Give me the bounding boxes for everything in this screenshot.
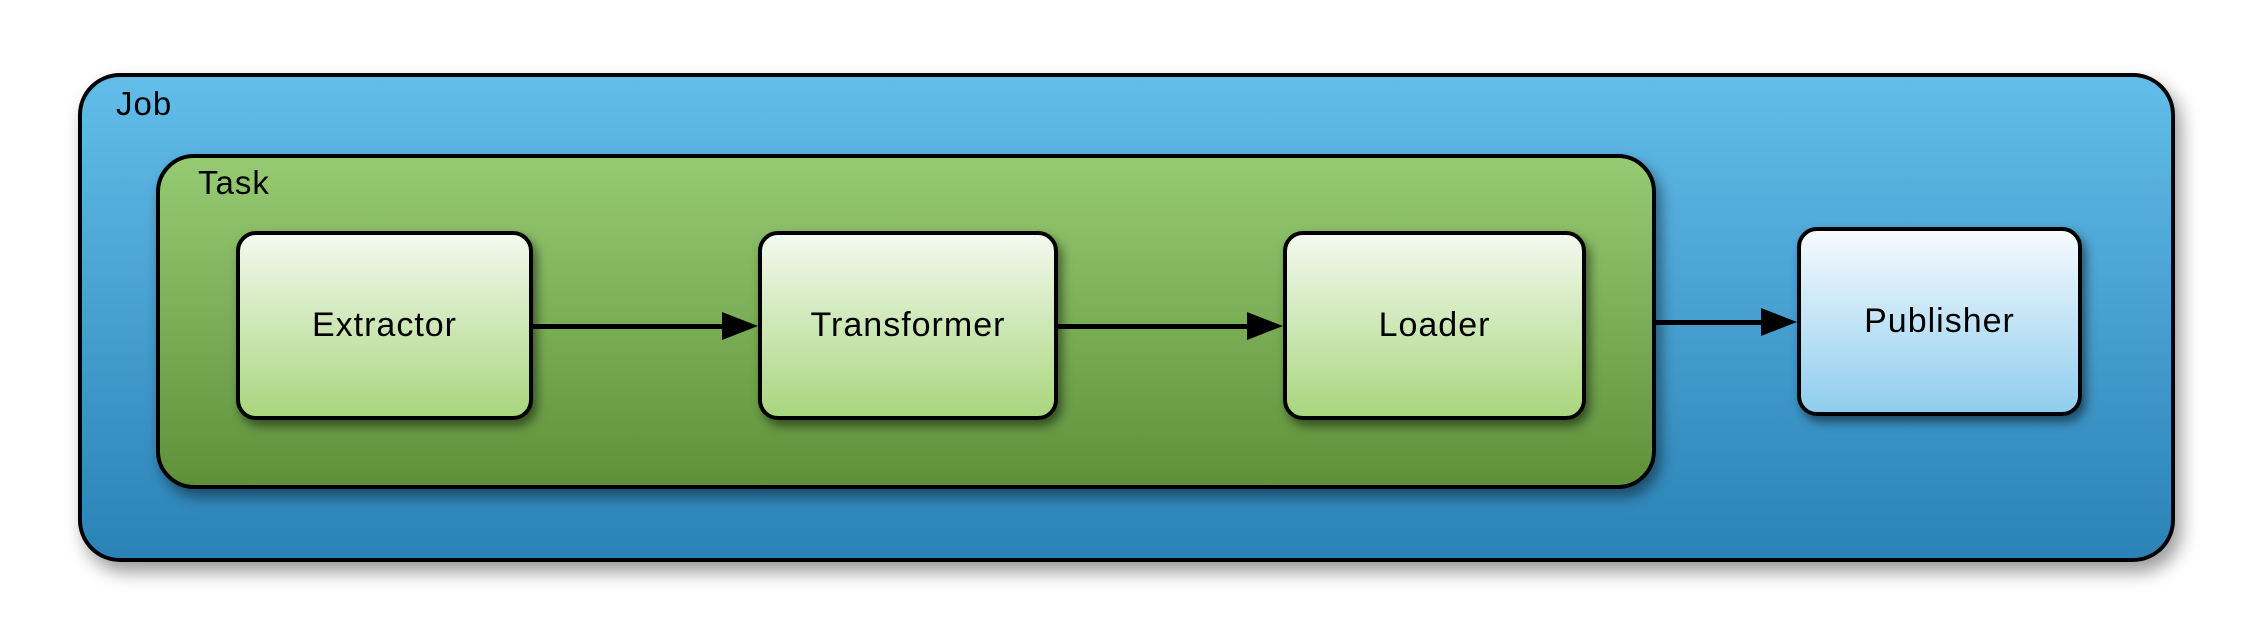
arrowhead-right-icon xyxy=(1247,312,1283,340)
node-extractor: Extractor xyxy=(236,231,533,420)
loader-label: Loader xyxy=(1378,306,1491,344)
task-label: Task xyxy=(198,164,270,201)
task-container: Task Extractor Transformer Loader xyxy=(156,154,1656,489)
job-label: Job xyxy=(116,85,173,122)
node-transformer: Transformer xyxy=(758,231,1058,420)
arrow-shaft xyxy=(1057,324,1253,329)
publisher-label: Publisher xyxy=(1864,302,2015,340)
arrowhead-right-icon xyxy=(722,312,758,340)
job-container: Job Task Extractor Transformer Loader xyxy=(78,73,2175,562)
transformer-label: Transformer xyxy=(810,306,1006,344)
extractor-label: Extractor xyxy=(311,306,458,344)
arrow-shaft xyxy=(532,324,728,329)
node-loader: Loader xyxy=(1283,231,1586,420)
node-publisher: Publisher xyxy=(1797,227,2082,416)
arrow-shaft xyxy=(1654,320,1767,325)
arrowhead-right-icon xyxy=(1761,308,1797,336)
